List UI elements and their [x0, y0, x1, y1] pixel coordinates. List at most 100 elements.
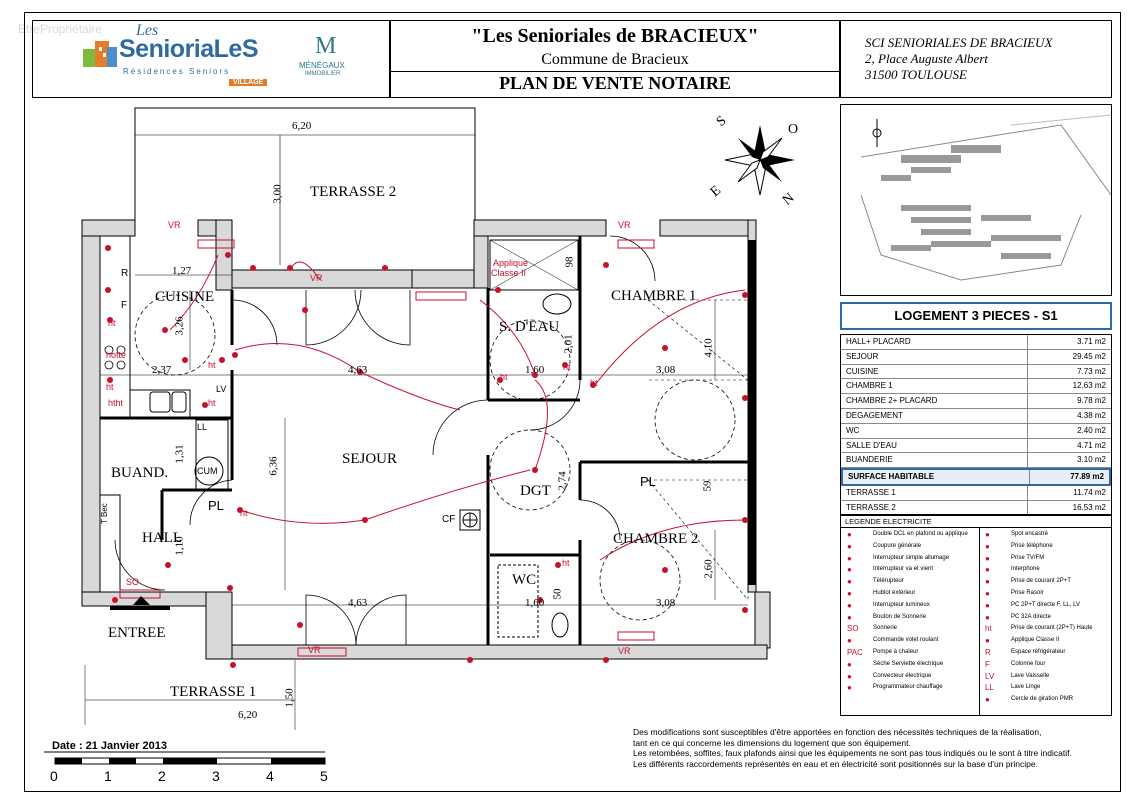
legend-item: Programmateur chauffage	[873, 684, 943, 691]
legend-item: Prise téléphone	[1011, 542, 1053, 549]
legend-symbol-icon: ●	[985, 695, 990, 705]
ht-label-5: ht	[240, 508, 248, 518]
legend-title: LEGENDE ELECTRICITE	[845, 517, 932, 526]
legend-symbol-icon: ●	[847, 541, 852, 551]
legend-symbol-icon: ●	[985, 636, 990, 646]
legend-item: Colonne four	[1011, 660, 1046, 667]
legend-symbol-icon: ●	[847, 636, 852, 646]
legend-item: Sonnerie	[873, 625, 898, 632]
lv-label: LV	[216, 384, 227, 394]
logo-text: SenioriaLeS	[119, 35, 259, 63]
legend-symbol-icon: ●	[847, 612, 852, 622]
logo-tag: VILLAGE	[229, 79, 268, 86]
logo-prefix: Les	[136, 22, 159, 39]
compass-o: O	[788, 122, 799, 137]
legend-item: Convecteur électrique	[873, 672, 932, 679]
surface-title: LOGEMENT 3 PIECES - S1	[840, 302, 1112, 330]
legend-item: Prise de courant 2P+T	[1011, 578, 1071, 585]
legend-item: Télérupteur	[873, 578, 904, 585]
scale-label: 0	[50, 768, 58, 784]
legend-symbol-icon: ●	[985, 530, 990, 539]
legend-item: Prise TV/FM	[1011, 554, 1045, 561]
legend-item: Cercle de giration PMR	[1011, 696, 1074, 703]
vr-label-4: VR	[618, 646, 631, 656]
plan-date: Date : 21 Janvier 2013	[52, 740, 167, 752]
ht-label-3: htht	[108, 398, 124, 408]
legend-symbol-icon: F	[985, 659, 990, 669]
frigo-r-label: R	[121, 268, 129, 279]
cum-label: CUM	[197, 466, 218, 476]
note-line: Les retombées, soffites, faux plafonds a…	[633, 748, 1072, 758]
commune: Commune de Bracieux	[541, 51, 689, 68]
legend-symbol-icon: ●	[847, 530, 852, 539]
ht-label-10: ht	[562, 558, 570, 568]
legend-item: Coupure générale	[873, 542, 922, 549]
legend-symbol-icon: ●	[985, 612, 990, 622]
legend-symbol-icon: ●	[847, 671, 852, 681]
floor-plan	[44, 107, 795, 765]
pl-label-2: PL	[640, 474, 656, 489]
ht-label-9: ht	[590, 378, 598, 388]
room-wc: WC	[512, 572, 537, 588]
sci-address2: 31500 TOULOUSE	[865, 67, 967, 82]
room-terrasse1: TERRASSE 1	[170, 684, 257, 700]
legend-symbol-icon: ●	[985, 589, 990, 598]
dim-ch1-h: 4,10	[702, 338, 715, 358]
room-cuisine: CUISINE	[155, 289, 215, 305]
legend-symbol-icon: LV	[985, 671, 995, 681]
logo-houses-icon	[81, 35, 119, 69]
legend-symbol-icon: ●	[847, 659, 852, 669]
dim-cuisine-h: 3,26	[173, 316, 186, 336]
disclaimer-notes: Des modifications sont susceptibles d'êt…	[633, 727, 1133, 769]
dim-wc-h: 50	[551, 588, 564, 600]
legend-item: Prise Rasoir	[1011, 590, 1044, 596]
legend-item: Interrupteur va et vient	[873, 566, 934, 573]
legend-item: PC 2P+T directe F, LL, LV	[1011, 601, 1080, 608]
legend-item: Hublot extérieur	[873, 590, 916, 596]
legend-symbol-icon: ●	[847, 600, 852, 610]
dim-t1-w: 6,20	[238, 709, 258, 721]
legend-item: Lave Linge	[1011, 684, 1041, 691]
legend-symbol-icon: R	[985, 648, 991, 657]
logo-box: Les SenioriaLeS Résidences Seniors VILLA…	[32, 20, 390, 98]
note-line: Des modifications sont susceptibles d'êt…	[633, 727, 1042, 737]
room-hall: HALL	[142, 530, 182, 546]
legend-symbol-icon: SO	[847, 624, 859, 634]
vr-label-2: VR	[310, 273, 323, 283]
ht-label-7: ht	[500, 372, 508, 382]
room-terrasse2: TERRASSE 2	[310, 184, 397, 200]
dim-t1-h: 1,50	[283, 688, 296, 708]
pl-label-1: PL	[208, 498, 224, 513]
vr-label-5: VR	[308, 645, 321, 655]
sci-box: SCI SENIORIALES DE BRACIEUX 2, Place Aug…	[840, 20, 1112, 98]
page-frame	[24, 12, 1121, 792]
scale-label: 1	[104, 768, 112, 784]
legend-item: Interphone	[1011, 566, 1040, 573]
dim-cuisine-w: 1,27	[172, 265, 192, 277]
legend-symbol-icon: ●	[847, 589, 852, 598]
sci-address1: 2, Place Auguste Albert	[865, 51, 988, 66]
watermark: EtrePropriétaire	[18, 22, 103, 36]
dim-wc-w: 1,60	[525, 597, 545, 609]
legend-item: Spot encastré	[1011, 531, 1049, 537]
note-line: Les différents raccordements représentés…	[633, 758, 1038, 769]
scale-label: 2	[158, 768, 166, 784]
dim-cuisine-w2: 2,37	[152, 364, 172, 376]
ht-label-1: ht	[108, 318, 116, 328]
dim-ch1-w: 3,08	[656, 364, 676, 376]
legend-symbol-icon: ●	[847, 683, 852, 693]
scale-label: 5	[320, 768, 328, 784]
tbec-label: T Bec	[100, 503, 109, 524]
dim-hall-h: 1,10	[173, 536, 186, 556]
applique-label: Applique	[493, 258, 529, 268]
entree-label: ENTREE	[108, 625, 166, 641]
dim-ch2-w: 3,08	[656, 597, 676, 609]
